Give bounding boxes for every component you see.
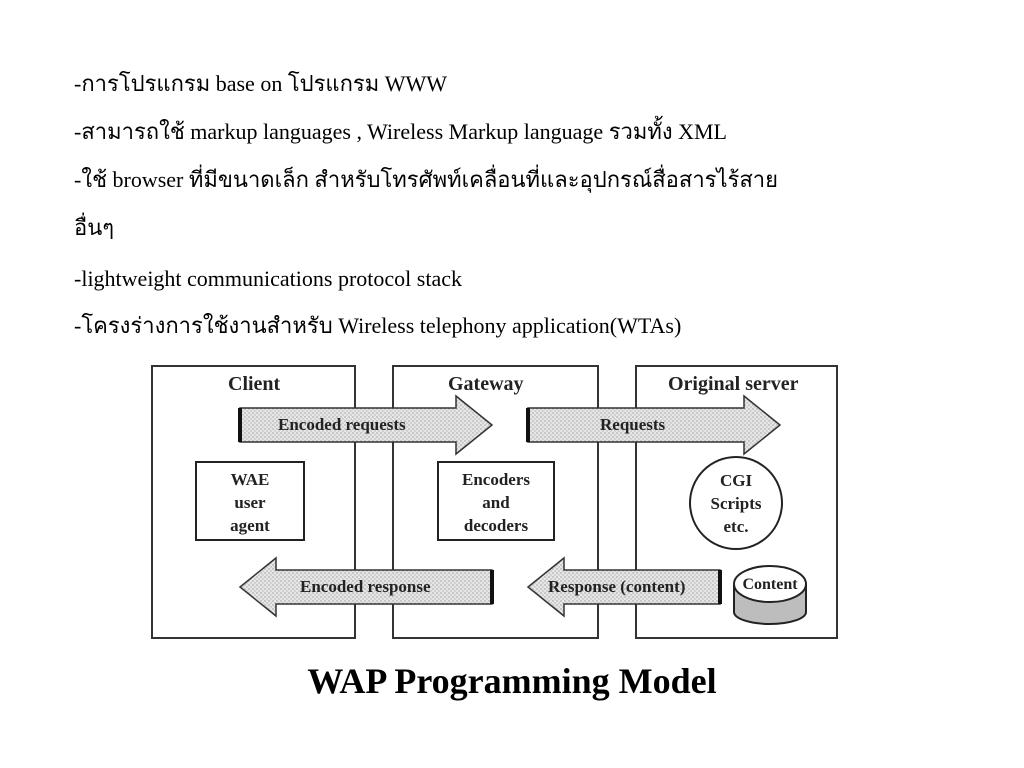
bullet-item: -การโปรแกรม base on โปรแกรม WWW — [74, 71, 448, 96]
cgi-line-1: CGI — [720, 471, 753, 490]
server-heading: Original server — [668, 373, 799, 395]
requests-label: Requests — [600, 415, 666, 434]
encoders-line-1: Encoders — [462, 470, 530, 489]
response-content-label: Response (content) — [548, 577, 685, 596]
bullet-item: -ใช้ browser ที่มีขนาดเล็ก สำหรับโทรศัพท… — [74, 167, 779, 192]
bullet-item-continuation: อื่นๆ — [74, 215, 115, 240]
encoders-line-3: decoders — [464, 516, 529, 535]
encoded-requests-arrow — [239, 394, 494, 456]
wae-user-agent-box — [195, 461, 305, 541]
diagram-title: WAP Programming Model — [307, 661, 717, 701]
bullet-item: -โครงร่างการใช้งานสำหรับ Wireless teleph… — [74, 313, 682, 338]
cgi-scripts-circle — [689, 456, 783, 550]
gateway-heading: Gateway — [448, 373, 524, 395]
encoded-requests-label: Encoded requests — [278, 415, 406, 434]
bullet-item: -lightweight communications protocol sta… — [74, 266, 462, 291]
wae-line-1: WAE — [231, 470, 270, 489]
content-database-icon — [733, 565, 807, 625]
bullet-item: -สามารถใช้ markup languages , Wireless M… — [74, 119, 727, 144]
response-content-arrow — [526, 556, 721, 618]
wap-diagram: Client Gateway Original server Encoded r… — [140, 360, 846, 650]
client-heading: Client — [228, 373, 281, 395]
cgi-line-3: etc. — [723, 517, 748, 536]
wae-line-2: user — [234, 493, 266, 512]
encoders-decoders-box — [437, 461, 555, 541]
cgi-line-2: Scripts — [711, 494, 762, 513]
content-label: Content — [742, 576, 798, 593]
requests-arrow — [527, 394, 782, 456]
encoders-line-2: and — [482, 493, 510, 512]
encoded-response-label: Encoded response — [300, 577, 431, 596]
wae-line-3: agent — [230, 516, 270, 535]
encoded-response-arrow — [238, 556, 493, 618]
wap-diagram-svg: Client Gateway Original server Encoded r… — [151, 365, 838, 639]
